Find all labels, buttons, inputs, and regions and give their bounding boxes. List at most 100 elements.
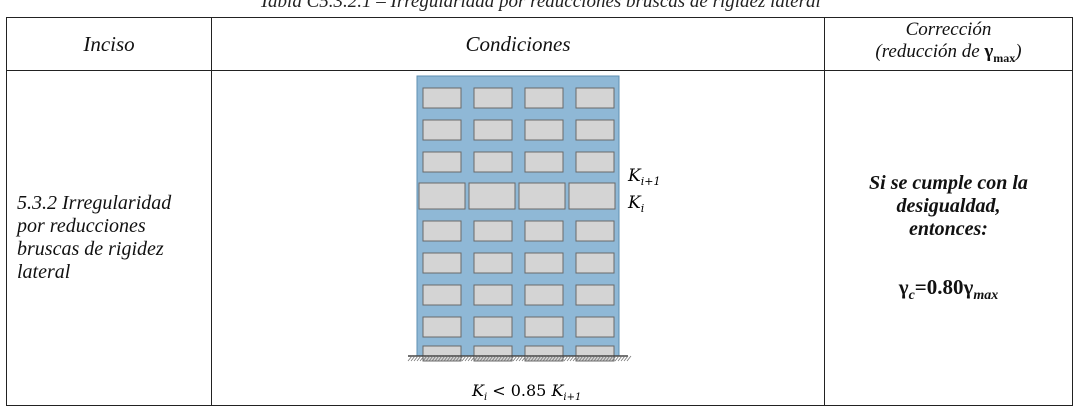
hatch-mark — [572, 355, 578, 362]
hatch-mark — [494, 355, 500, 362]
hatch-mark — [440, 355, 446, 362]
hatch-mark — [617, 355, 623, 362]
hatch-mark — [605, 355, 611, 362]
hatch-mark — [542, 355, 548, 362]
window — [575, 119, 615, 141]
hatch-mark — [590, 355, 596, 362]
window — [422, 151, 462, 173]
hatch-mark — [566, 355, 572, 362]
window — [473, 316, 513, 338]
hatch-mark — [554, 355, 560, 362]
gamma-symbol: γ — [984, 41, 994, 63]
hatch-mark — [506, 355, 512, 362]
hatch-mark — [521, 355, 527, 362]
hatch-mark — [524, 355, 530, 362]
hatch-mark — [425, 355, 431, 362]
hatch-mark — [593, 355, 599, 362]
hatch-mark — [599, 355, 605, 362]
conditions-cell: Ki+1 Ki Ki < 0.85 Ki+1 — [211, 70, 825, 406]
hatch-mark — [479, 355, 485, 362]
header-correccion: Corrección (reducción de γmax) — [824, 17, 1073, 71]
hatch-mark — [449, 355, 455, 362]
correction-cell: Si se cumple con la desigualdad, entonce… — [824, 70, 1073, 406]
hatch-mark — [428, 355, 434, 362]
inciso-line: 5.3.2 Irregularidad — [17, 192, 172, 214]
table-row: 5.3.2 Irregularidad por reducciones brus… — [6, 70, 1073, 406]
window — [418, 182, 466, 210]
k-lower-label: Ki — [627, 193, 644, 215]
correction-line: desigualdad, — [896, 194, 1001, 217]
hatch-mark — [611, 355, 617, 362]
hatch-mark — [563, 355, 569, 362]
hatch-mark — [446, 355, 452, 362]
hatch-mark — [458, 355, 464, 362]
hatch-mark — [452, 355, 458, 362]
window — [422, 119, 462, 141]
window — [473, 151, 513, 173]
inciso-line: por reducciones — [17, 215, 146, 237]
window — [473, 87, 513, 109]
correction-line: Si se cumple con la — [869, 171, 1028, 194]
building-diagram: Ki+1 Ki Ki < 0.85 Ki+1 — [407, 75, 660, 403]
hatch-mark — [485, 355, 491, 362]
hatch-mark — [596, 355, 602, 362]
gamma-sub: max — [993, 50, 1016, 65]
hatch-mark — [500, 355, 506, 362]
window — [422, 87, 462, 109]
inciso-line: lateral — [17, 261, 71, 283]
window — [422, 284, 462, 306]
window — [422, 316, 462, 338]
hatch-mark — [584, 355, 590, 362]
gamma-max-symbol: γmax — [984, 41, 1016, 65]
hatch-mark — [626, 355, 632, 362]
building-facade — [416, 75, 620, 362]
hatch-mark — [413, 355, 419, 362]
window — [473, 119, 513, 141]
hatch-mark — [497, 355, 503, 362]
hatch-mark — [476, 355, 482, 362]
hatch-mark — [419, 355, 425, 362]
inciso-line: bruscas de rigidez — [17, 238, 164, 260]
hatch-mark — [551, 355, 557, 362]
hatch-mark — [473, 355, 479, 362]
k-upper-label: Ki+1 — [627, 166, 660, 188]
hatch-mark — [560, 355, 566, 362]
correction-formula: γc=0.80γmax — [898, 274, 999, 304]
hatch-mark — [557, 355, 563, 362]
hatch-mark — [608, 355, 614, 362]
window — [473, 284, 513, 306]
correction-text: Si se cumple con la desigualdad, entonce… — [825, 172, 1072, 241]
table-caption: Tabla C5.3.2.1 – Irregularidad por reduc… — [259, 0, 821, 12]
hatch-mark — [518, 355, 524, 362]
hatch-mark — [539, 355, 545, 362]
hatch-mark — [488, 355, 494, 362]
hatch-mark — [482, 355, 488, 362]
window — [524, 220, 564, 242]
hatch-mark — [536, 355, 542, 362]
window — [575, 252, 615, 274]
hatch-mark — [470, 355, 476, 362]
hatch-mark — [545, 355, 551, 362]
window — [524, 252, 564, 274]
hatch-mark — [602, 355, 608, 362]
hatch-mark — [491, 355, 497, 362]
hatch-mark — [467, 355, 473, 362]
hatch-mark — [548, 355, 554, 362]
header-correccion-line1: Corrección — [905, 19, 992, 41]
hatch-mark — [509, 355, 515, 362]
window — [524, 151, 564, 173]
correction-line: entonces: — [909, 217, 988, 240]
hatch-mark — [527, 355, 533, 362]
window — [422, 220, 462, 242]
ground-hatch — [407, 355, 632, 362]
hatch-mark — [575, 355, 581, 362]
window — [468, 182, 516, 210]
hatch-mark — [533, 355, 539, 362]
facade-wall — [416, 75, 620, 357]
header-correccion-line2: (reducción de γmax) — [825, 41, 1072, 69]
hatch-mark — [530, 355, 536, 362]
window — [473, 220, 513, 242]
header-row: Inciso Condiciones Corrección (reducción… — [6, 17, 1073, 71]
hatch-mark — [422, 355, 428, 362]
hatch-mark — [581, 355, 587, 362]
